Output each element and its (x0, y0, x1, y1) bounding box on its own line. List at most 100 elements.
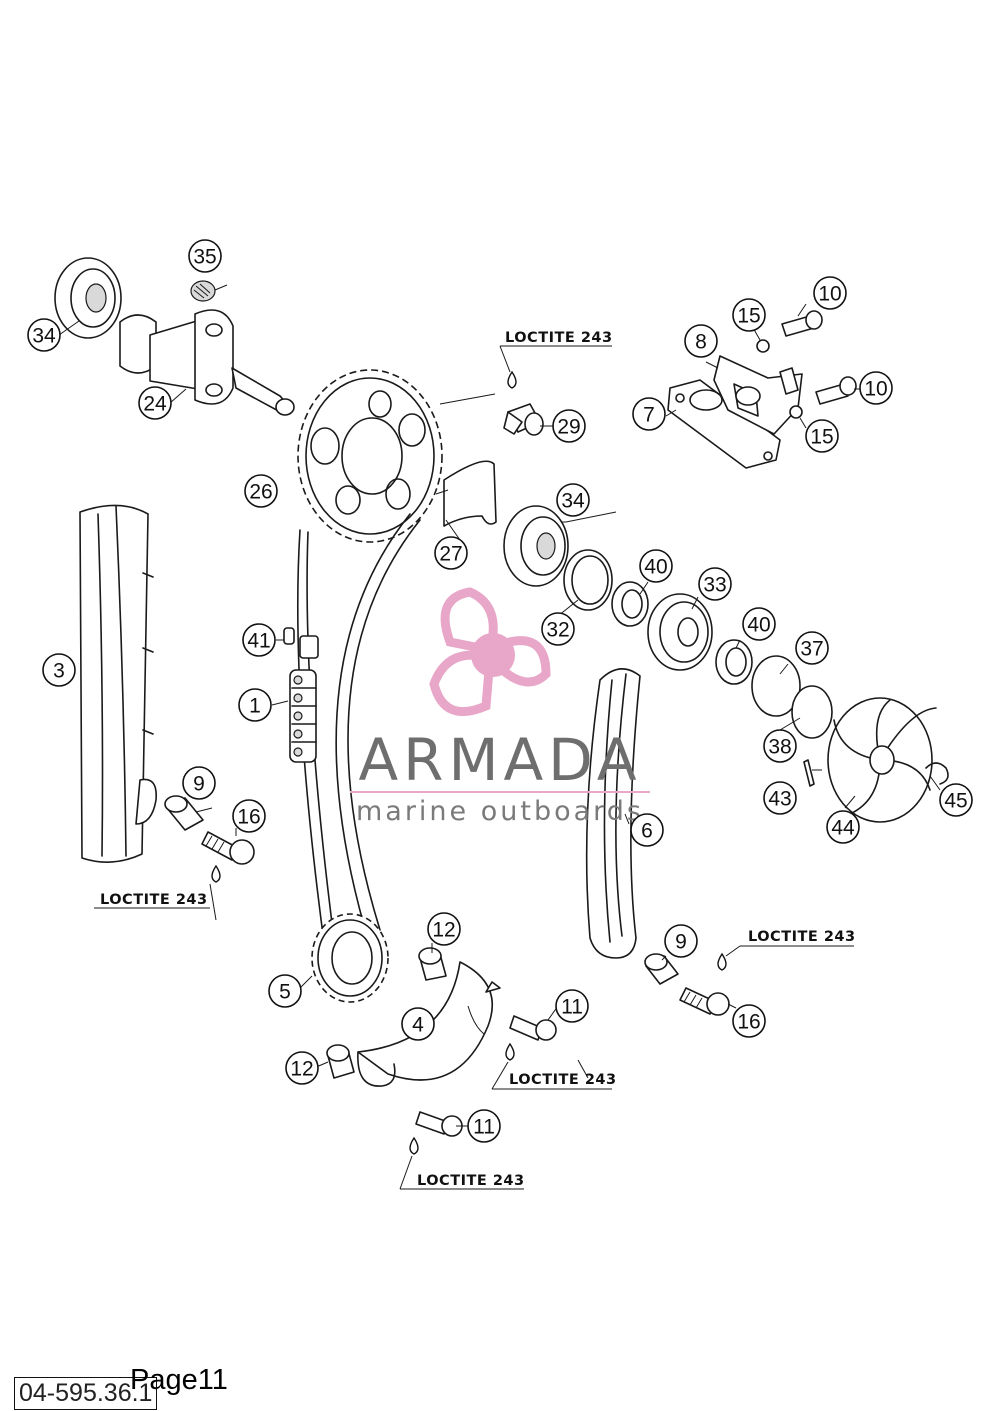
svg-text:12: 12 (290, 1058, 313, 1081)
loctite-drop-bottom (409, 1136, 419, 1155)
callout-33: 33 (698, 567, 732, 601)
washer-15-upper (756, 339, 770, 353)
chain-guide-6 (585, 668, 641, 959)
callout-40-upper: 40 (639, 549, 673, 583)
loctite-note-mid: LOCTITE 243 (491, 1061, 617, 1090)
svg-text:34: 34 (561, 490, 585, 513)
svg-text:11: 11 (561, 996, 583, 1019)
svg-text:38: 38 (768, 736, 791, 759)
svg-text:45: 45 (944, 790, 967, 813)
part-drawings (54, 257, 949, 1155)
bushing-9-right (644, 953, 679, 985)
callout-10-upper: 10 (813, 276, 847, 310)
callout-34-right: 34 (556, 483, 590, 517)
washer-15-lower (789, 405, 803, 419)
callout-35: 35 (188, 239, 222, 273)
callout-9-right: 9 (664, 924, 698, 958)
bolt-11-upper (509, 1015, 557, 1041)
chain-link-41 (283, 627, 319, 659)
svg-text:16: 16 (737, 1011, 760, 1034)
callout-9-left: 9 (182, 766, 216, 800)
bearing-40-upper (611, 581, 649, 627)
svg-text:5: 5 (279, 981, 291, 1004)
callout-37: 37 (795, 631, 829, 665)
loctite-drop-left (211, 864, 221, 883)
svg-text:27: 27 (439, 543, 462, 566)
bearing-34-right (503, 505, 569, 587)
callout-4: 4 (401, 1007, 435, 1041)
svg-text:1: 1 (249, 695, 261, 718)
callout-45: 45 (939, 783, 973, 817)
svg-text:11: 11 (473, 1116, 495, 1139)
bolt-10-upper (781, 310, 823, 337)
svg-text:41: 41 (247, 630, 270, 653)
loctite-label: LOCTITE 243 (100, 892, 208, 908)
gasket-7 (667, 379, 781, 469)
svg-text:40: 40 (644, 556, 667, 579)
callout-16-right: 16 (732, 1004, 766, 1038)
callout-1: 1 (238, 688, 272, 722)
svg-text:9: 9 (193, 773, 205, 796)
callout-12-lower: 12 (285, 1051, 319, 1085)
loctite-drop-right (717, 952, 727, 971)
o-ring-38 (791, 685, 833, 739)
svg-text:15: 15 (810, 426, 833, 449)
plug-29 (503, 403, 544, 436)
svg-text:10: 10 (864, 378, 887, 401)
callout-44: 44 (826, 810, 860, 844)
impeller-44 (827, 697, 937, 823)
svg-text:4: 4 (412, 1014, 424, 1037)
shim-32 (563, 549, 613, 611)
callout-5: 5 (268, 974, 302, 1008)
part-callouts: 35 34 24 26 3 41 1 9 16 5 12 4 12 11 11 … (27, 239, 973, 1143)
loctite-note-left: LOCTITE 243 (94, 892, 210, 909)
tensioner-27 (435, 460, 497, 527)
svg-text:8: 8 (695, 331, 707, 354)
watermark-tagline: marine outboards (356, 796, 644, 827)
callout-40-lower: 40 (742, 607, 776, 641)
bolt-16-left (201, 831, 255, 865)
circlip-45 (925, 762, 949, 785)
callout-7: 7 (632, 397, 666, 431)
callout-29: 29 (552, 409, 586, 443)
callout-34: 34 (27, 318, 61, 352)
svg-text:9: 9 (675, 931, 687, 954)
callout-11-upper: 11 (555, 989, 589, 1023)
bushing-12-upper (418, 947, 447, 981)
callout-12-upper: 12 (427, 912, 461, 946)
svg-text:16: 16 (237, 806, 260, 829)
bolt-16-right (679, 987, 730, 1016)
watermark-brand: ARMADA (358, 726, 641, 794)
callout-24: 24 (138, 386, 172, 420)
svg-text:40: 40 (747, 614, 770, 637)
svg-text:10: 10 (818, 283, 841, 306)
svg-text:37: 37 (800, 638, 823, 661)
spring-35 (190, 280, 228, 302)
loctite-label: LOCTITE 243 (748, 929, 856, 945)
watermark: ARMADA marine outboards (350, 587, 650, 827)
loctite-drop-mid (505, 1042, 515, 1061)
svg-text:26: 26 (249, 481, 272, 504)
callout-11-lower: 11 (467, 1109, 501, 1143)
loctite-notes: LOCTITE 243 LOCTITE 243 LOCTITE 243 LOCT… (94, 330, 856, 1190)
loctite-label: LOCTITE 243 (509, 1072, 617, 1088)
svg-text:3: 3 (53, 660, 65, 683)
loctite-drop-top (507, 370, 517, 389)
sprocket-26 (297, 369, 496, 543)
bushing-9-left (164, 795, 204, 831)
chain-guide-3 (79, 504, 157, 863)
callout-43: 43 (763, 781, 797, 815)
svg-text:35: 35 (193, 246, 216, 269)
sprocket-5 (311, 913, 389, 1003)
pin-43 (803, 759, 815, 787)
leader-lines (58, 303, 941, 1127)
page-number: Page11 (130, 1364, 228, 1396)
propeller-logo-icon (429, 587, 551, 717)
bearing-40-lower (715, 639, 753, 685)
callout-16-left: 16 (232, 799, 266, 833)
svg-text:44: 44 (831, 817, 855, 840)
callout-10-lower: 10 (859, 371, 893, 405)
loctite-note-bottom: LOCTITE 243 (399, 1155, 524, 1190)
svg-text:33: 33 (703, 574, 726, 597)
